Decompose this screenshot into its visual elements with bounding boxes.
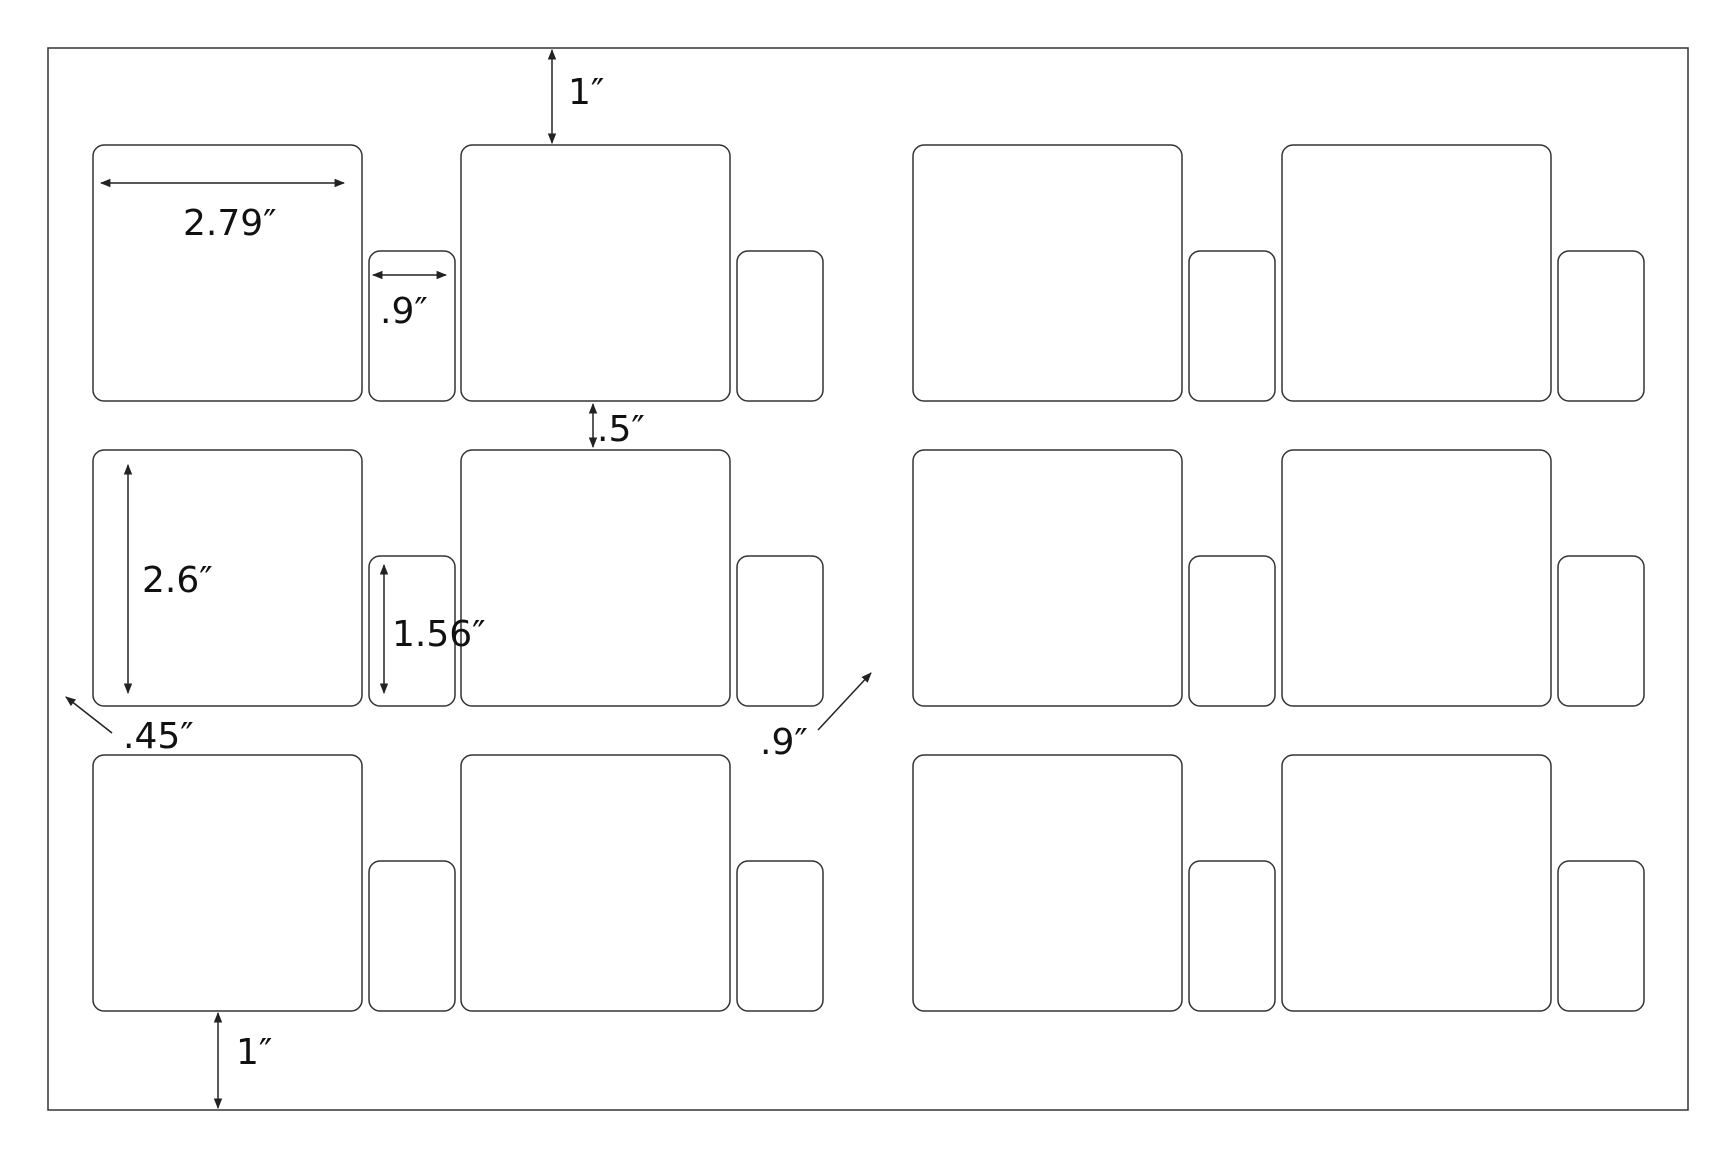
main-label bbox=[912, 754, 1183, 1012]
tab-label bbox=[368, 250, 456, 402]
main-label bbox=[912, 144, 1183, 402]
label-width-label: 2.79″ bbox=[183, 203, 277, 244]
label-height-label: 2.6″ bbox=[142, 560, 213, 601]
top-margin-label: 1″ bbox=[568, 72, 604, 113]
tab-label bbox=[368, 555, 456, 707]
dimension-arrows bbox=[65, 48, 872, 1110]
main-label bbox=[1281, 754, 1552, 1012]
tab-label bbox=[736, 250, 824, 402]
main-label bbox=[92, 754, 363, 1012]
group-gap-arrow bbox=[817, 672, 872, 731]
tab-label bbox=[368, 860, 456, 1012]
main-label bbox=[912, 449, 1183, 707]
tab-label bbox=[1557, 250, 1645, 402]
main-label bbox=[1281, 144, 1552, 402]
tab-label bbox=[1557, 860, 1645, 1012]
side-margin-arrow bbox=[65, 696, 113, 734]
sheet-border bbox=[47, 47, 1689, 1111]
label-grid bbox=[92, 144, 1645, 1012]
main-label bbox=[92, 144, 363, 402]
row-gap-label: .5″ bbox=[597, 409, 645, 450]
main-label bbox=[1281, 449, 1552, 707]
bottom-margin-label: 1″ bbox=[236, 1032, 272, 1073]
tab-label bbox=[736, 860, 824, 1012]
tab-width-label: .9″ bbox=[380, 291, 428, 332]
main-label bbox=[92, 449, 363, 707]
main-label bbox=[460, 144, 731, 402]
side-margin-label: .45″ bbox=[123, 716, 194, 757]
group-gap-label: .9″ bbox=[760, 722, 808, 763]
tab-label bbox=[1188, 555, 1276, 707]
main-label bbox=[460, 754, 731, 1012]
tab-label bbox=[1557, 555, 1645, 707]
main-label bbox=[460, 449, 731, 707]
tab-label bbox=[1188, 860, 1276, 1012]
tab-label bbox=[736, 555, 824, 707]
tab-label bbox=[1188, 250, 1276, 402]
tab-height-label: 1.56″ bbox=[392, 614, 486, 655]
